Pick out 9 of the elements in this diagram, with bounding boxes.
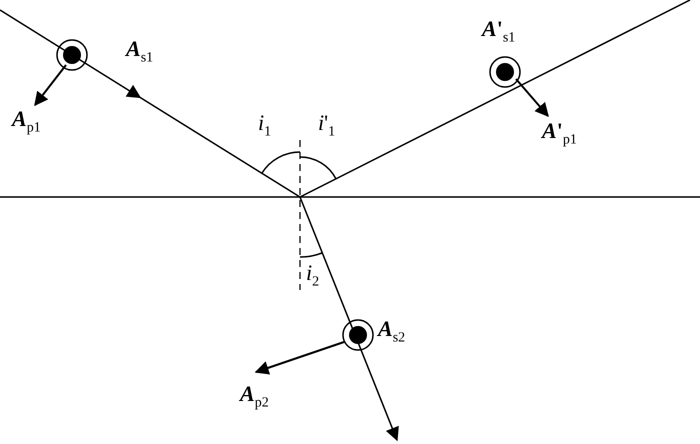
angle-label: i'$_{1}$ — [318, 112, 336, 140]
angle-label: i$_{2}$ — [306, 262, 320, 290]
vector-label: A$_{p2}$ — [240, 383, 269, 410]
vector-label: A'$_{s1}$ — [482, 18, 516, 46]
vector-label: A$_{s2}$ — [378, 318, 406, 346]
angle-label: i$_{1}$ — [258, 112, 272, 140]
vector-label: A'$_{p1}$ — [542, 120, 577, 148]
vector-label: A$_{p1}$ — [12, 108, 41, 136]
vector-label: A$_{s1}$ — [126, 38, 154, 66]
